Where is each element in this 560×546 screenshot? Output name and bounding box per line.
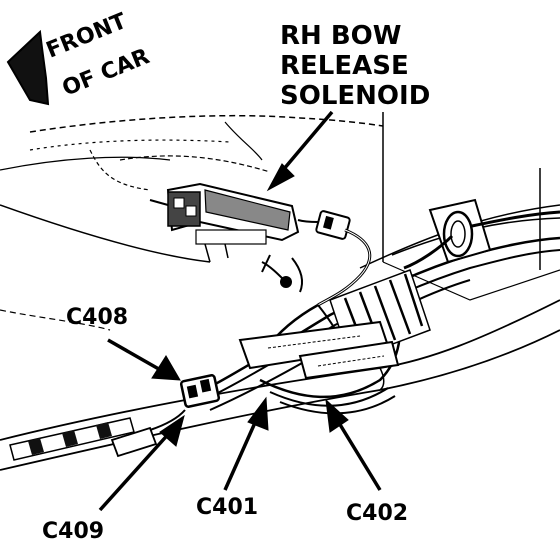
- solenoid-label-line1: RH BOW: [280, 21, 401, 51]
- ground-screw-icon: [261, 254, 303, 293]
- c408-connector-body: [179, 374, 221, 408]
- c402-label: C402: [346, 501, 408, 526]
- harness-tag: [238, 320, 400, 380]
- harness-grommet: [403, 198, 560, 270]
- solenoid-label: RH BOW RELEASE SOLENOID: [280, 21, 430, 111]
- c408-label: C408: [66, 305, 128, 330]
- callout-arrows: [98, 110, 382, 512]
- c401-label: C401: [196, 495, 258, 520]
- solenoid-label-line2: RELEASE: [280, 51, 409, 81]
- c409-connector-body: [110, 409, 186, 458]
- rh-bow-release-solenoid: [149, 182, 300, 263]
- trim-strip: [9, 417, 135, 461]
- front-of-car-indicator: FRONT OF CAR: [6, 9, 153, 106]
- front-arrow-icon: [6, 29, 50, 106]
- solenoid-label-line3: SOLENOID: [280, 81, 430, 111]
- solenoid-connector: [297, 210, 372, 307]
- c409-label: C409: [42, 519, 104, 544]
